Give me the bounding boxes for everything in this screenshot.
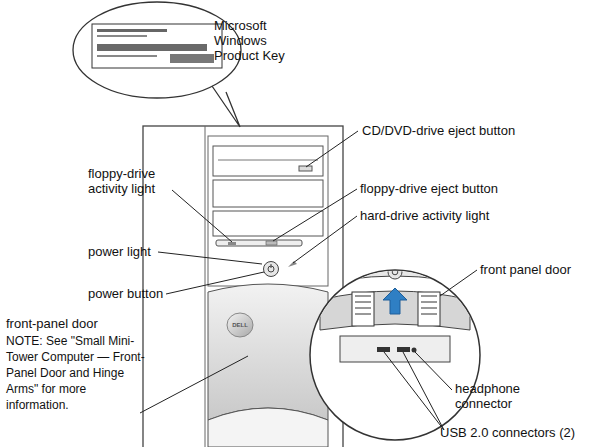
floppy-eject-button: [266, 241, 277, 245]
direction-arrow: [383, 288, 407, 314]
drive-bay: [213, 211, 323, 236]
magnifier-circle: [310, 270, 480, 440]
io-panel: [340, 336, 450, 362]
sticker-print: [97, 29, 167, 32]
part-label: power button: [88, 286, 188, 301]
leader-line: [306, 131, 358, 167]
hinge-arm: [418, 292, 440, 326]
floppy-activity-light: [228, 242, 236, 245]
part-label: front panel door: [480, 262, 590, 277]
floppy-slot: [216, 240, 302, 246]
magnified-power-button: [388, 265, 402, 279]
product-key-label: Microsoft Windows Product Key: [214, 18, 306, 63]
part-label: floppy-drive activity light: [88, 166, 182, 196]
leader-lines: [140, 131, 477, 430]
barcode: [170, 54, 214, 63]
logo-badge: [227, 313, 253, 337]
cd-drive-bay: [213, 146, 323, 176]
usb-port: [377, 347, 390, 352]
magnified-bezel: [300, 250, 490, 290]
leader-line: [403, 352, 444, 430]
sticker-print: [97, 55, 157, 57]
drive-bay: [213, 180, 323, 207]
barcode: [97, 44, 207, 51]
magnified-view: [300, 250, 490, 362]
tower-base: [208, 408, 328, 447]
leader-line: [166, 272, 264, 294]
power-symbol: [392, 269, 398, 275]
part-label: hard-drive activity light: [360, 208, 580, 223]
part-label: CD/DVD-drive eject button: [362, 123, 582, 138]
note-text: NOTE: See "Small Mini-Tower Computer — F…: [6, 333, 146, 413]
leader-line: [172, 190, 232, 242]
product-key-sticker: [92, 24, 222, 68]
tower-edge: [205, 126, 206, 447]
callout-tail: [212, 86, 240, 127]
leader-line: [273, 189, 357, 241]
usb-port: [397, 347, 410, 352]
part-label: power light: [88, 244, 188, 259]
leader-line: [440, 270, 477, 296]
sticker-print: [97, 35, 147, 37]
leader-line: [158, 252, 262, 264]
hinge-arm: [352, 292, 374, 326]
brand-logo: DELL: [228, 321, 252, 329]
part-label: headphone connector: [455, 381, 537, 411]
magnified-hd-light: [416, 266, 425, 272]
leader-line: [415, 352, 452, 390]
power-symbol: [271, 264, 272, 268]
cd-tray-line: [218, 160, 318, 161]
tower-body: [143, 126, 343, 447]
cd-eject-button: [299, 166, 312, 171]
headphone-jack: [412, 348, 417, 353]
leader-line: [384, 352, 444, 430]
hard-drive-light: [288, 261, 297, 267]
front-bezel: [208, 136, 328, 286]
part-label: USB 2.0 connectors (2): [440, 425, 590, 440]
power-button: [264, 262, 279, 277]
part-label: front-panel door: [6, 316, 156, 331]
part-label: floppy-drive eject button: [360, 181, 580, 196]
leader-line: [293, 216, 357, 263]
leader-line: [140, 356, 248, 413]
